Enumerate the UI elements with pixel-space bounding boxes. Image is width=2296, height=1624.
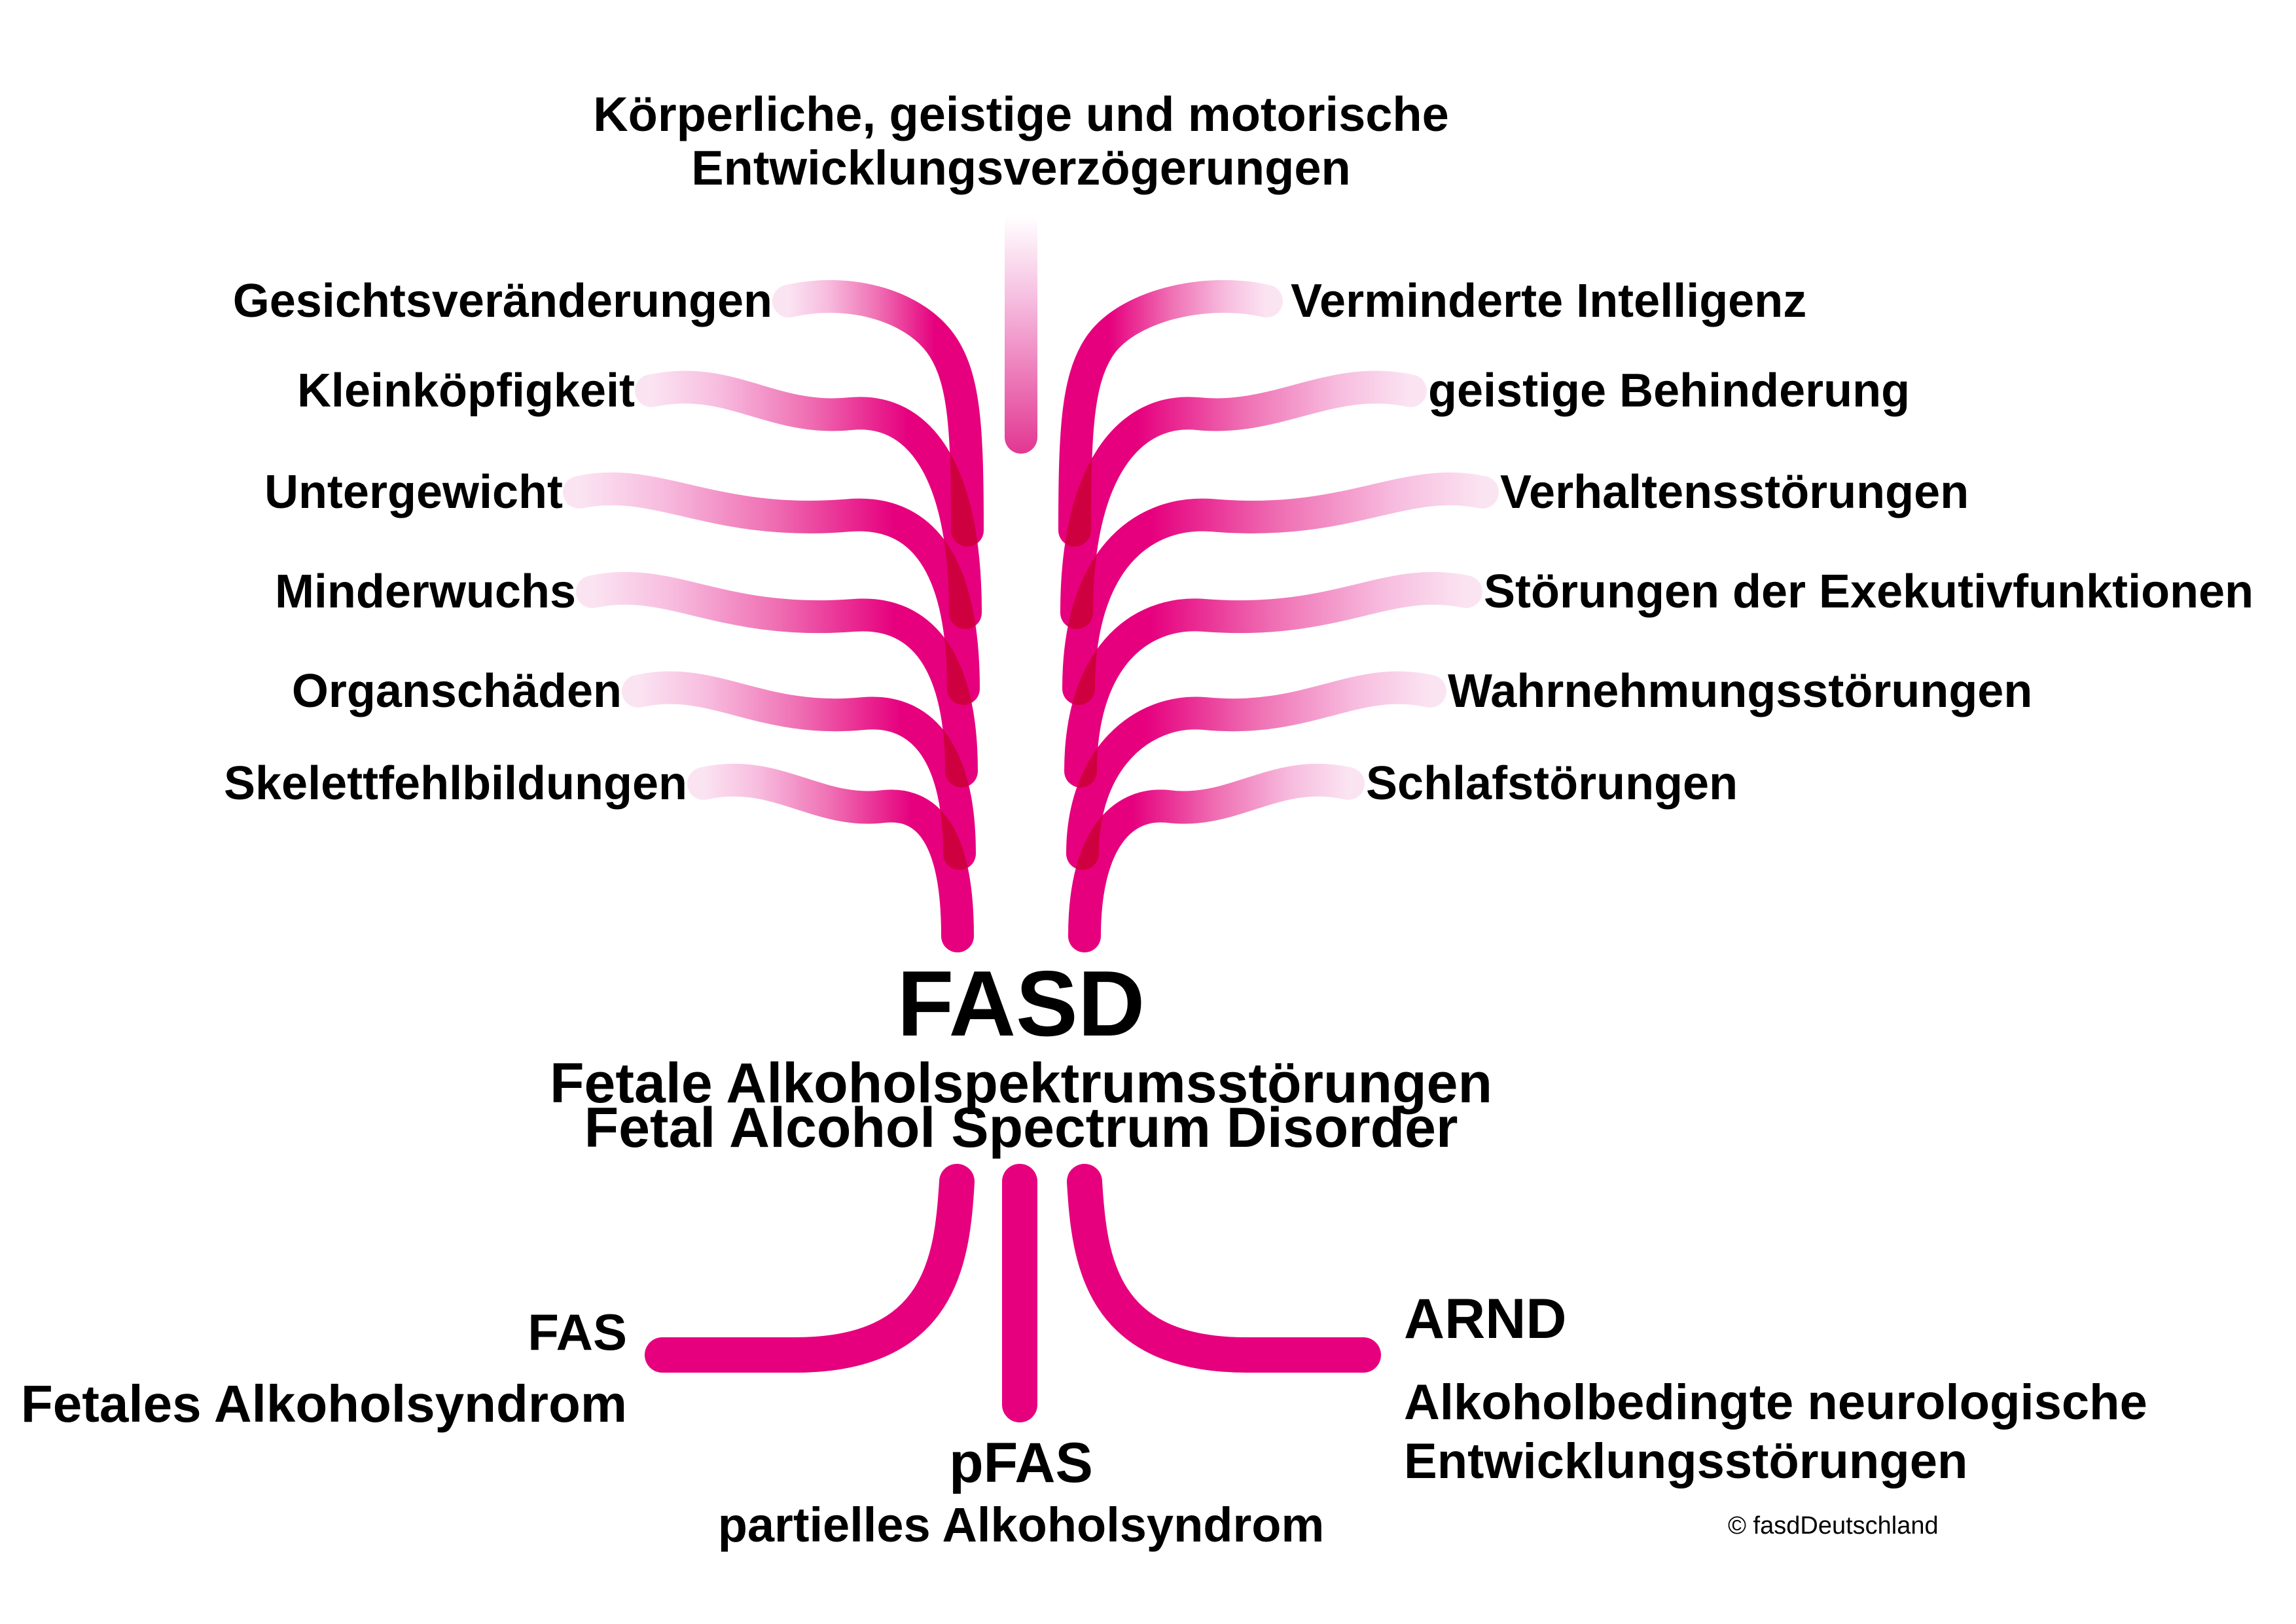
branch-right-3 [1064,571,1482,787]
fasd-name-english: Fetal Alcohol Spectrum Disorder [584,1096,1458,1159]
branch-right-0 [1058,280,1283,547]
pfas-acronym: pFAS [949,1432,1093,1494]
symptom-label-minderwuchs: Minderwuchs [274,566,576,618]
symptom-label-kleinkoepfigkeit: Kleinköpfigkeit [296,365,635,417]
branch-left-5 [687,763,974,952]
branch-left-0 [772,280,984,547]
pfas-name: partielles Alkoholsyndrom [717,1498,1325,1552]
fasd-name-german: Fetale Alkoholspektrumsstörungen [550,1052,1492,1115]
fas-name: Fetales Alkoholsyndrom [20,1375,627,1433]
symptom-label-verhaltensstoerungen: Verhaltensstörungen [1500,466,1969,518]
branch-left-2 [563,472,980,705]
symptom-label-schlafstoerungen: Schlafstörungen [1366,757,1738,810]
copyright-credit: © fasdDeutschland [1728,1512,1939,1540]
branch-right-1 [1060,370,1427,629]
symptom-label-verminderte-intelligenz: Verminderte Intelligenz [1291,275,1807,327]
symptom-label-exekutivfunktionen: Störungen der Exekutivfunktionen [1484,566,2254,618]
fas-acronym: FAS [528,1303,627,1361]
top-outcome-label: Körperliche, geistige und motorische Ent… [593,87,1449,195]
fasd-acronym: FASD [897,952,1145,1056]
symptom-label-wahrnehmungsstoerungen: Wahrnehmungsstörungen [1448,665,2033,717]
fas-branch [645,1164,975,1373]
symptom-label-gesichtsveraenderungen: Gesichtsveränderungen [232,275,772,327]
branch-right-4 [1066,671,1446,870]
branch-left-4 [622,671,976,870]
symptom-label-organschaeden: Organschäden [291,665,622,717]
branch-right-2 [1062,472,1499,705]
branch-left-1 [635,370,982,629]
branch-left-3 [576,571,978,787]
arnd-acronym: ARND [1404,1288,1567,1350]
arnd-branch [1067,1164,1381,1373]
symptom-label-skelettfehlbildungen: Skelettfehlbildungen [223,757,687,810]
arnd-name: Alkoholbedingte neurologische Entwicklun… [1404,1375,2147,1489]
symptom-label-geistige-behinderung: geistige Behinderung [1428,365,1910,417]
symptom-label-untergewicht: Untergewicht [264,466,563,518]
branch-right-5 [1068,763,1365,952]
